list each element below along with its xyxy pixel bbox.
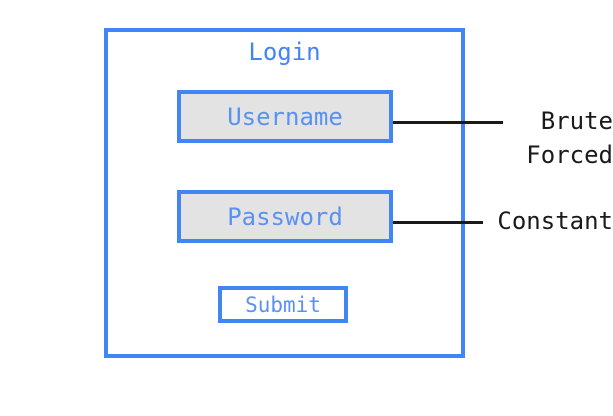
connector-line-username (393, 121, 503, 124)
submit-button-label: Submit (245, 292, 321, 317)
connector-line-password (393, 221, 483, 224)
annotation-constant: Constant (383, 204, 613, 238)
annotation-brute-forced-line1: Brute (540, 107, 613, 135)
password-field-label: Password (227, 202, 343, 231)
login-form-container (104, 28, 465, 358)
username-field[interactable]: Username (177, 90, 393, 143)
submit-button[interactable]: Submit (218, 286, 348, 323)
username-field-label: Username (227, 102, 343, 131)
annotation-brute-forced-line2: Forced (526, 141, 613, 169)
page-title: Login (248, 38, 321, 66)
annotation-constant-line1: Constant (497, 207, 613, 235)
password-field[interactable]: Password (177, 190, 393, 243)
